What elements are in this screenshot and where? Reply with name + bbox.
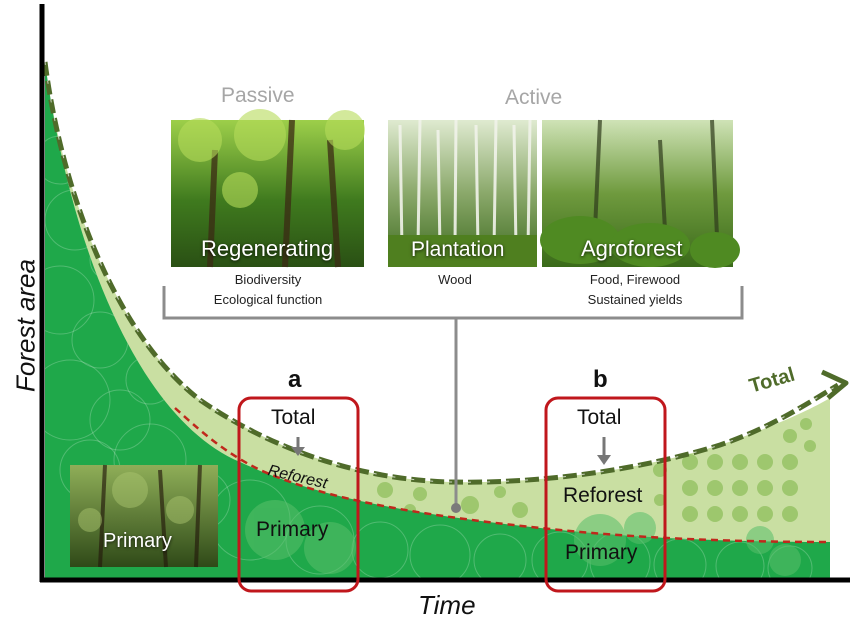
- reforest-dots: [377, 418, 816, 522]
- agroforest-caption: Food, Firewood Sustained yields: [565, 270, 705, 310]
- primary-photo-title: Primary: [103, 530, 172, 552]
- total-curve: [42, 61, 840, 485]
- box-b-arrow: [597, 437, 611, 465]
- y-axis-label: Forest area: [10, 259, 41, 392]
- box-b: [544, 396, 667, 593]
- box-a-arrow: [291, 437, 305, 456]
- passive-header: Passive: [221, 84, 295, 107]
- photo-regenerating: [171, 109, 365, 268]
- primary-boundary-line: [174, 407, 831, 544]
- bracket-point: [451, 503, 461, 513]
- box-a-letter: a: [288, 366, 302, 393]
- regenerating-caption-line1: Biodiversity: [234, 272, 302, 287]
- box-b-total: Total: [577, 406, 622, 429]
- total-arrowhead: [820, 369, 849, 400]
- reforest-area: [45, 62, 830, 580]
- agroforest-title: Agroforest: [581, 236, 683, 261]
- box-a-total: Total: [271, 406, 316, 429]
- regenerating-title: Regenerating: [201, 236, 334, 261]
- agroforest-caption-line1: Food, Firewood: [589, 272, 681, 287]
- regenerating-caption: Biodiversity Ecological function: [193, 270, 343, 310]
- box-b-reforest: Reforest: [563, 484, 643, 507]
- box-a-primary: Primary: [256, 518, 329, 541]
- box-b-letter: b: [593, 366, 608, 393]
- photo-plantation: [388, 119, 537, 267]
- regenerating-caption-line2: Ecological function: [213, 292, 323, 307]
- plantation-title: Plantation: [411, 238, 505, 261]
- x-axis-label: Time: [418, 590, 476, 620]
- box-a: [237, 396, 360, 593]
- photo-primary: [70, 464, 218, 568]
- box-b-primary: Primary: [565, 541, 638, 564]
- plantation-caption: Wood: [420, 270, 490, 290]
- active-header: Active: [505, 86, 563, 109]
- bracket: [162, 286, 744, 506]
- agroforest-caption-line2: Sustained yields: [587, 292, 683, 307]
- plantation-caption-line1: Wood: [438, 272, 472, 287]
- photo-agroforest: [540, 119, 740, 268]
